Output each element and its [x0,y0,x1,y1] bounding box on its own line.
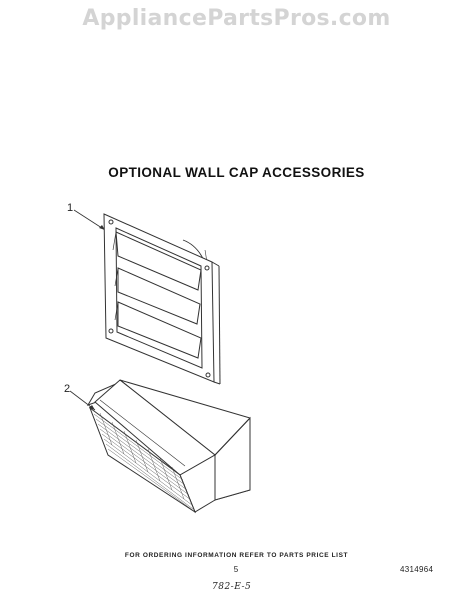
mounting-holes [108,219,211,378]
watermark-logo: AppliancePartsPros.com [82,6,391,31]
callout-number-1: 1 [67,202,74,214]
part-code: 4314964 [400,565,434,574]
leader-line-1 [73,209,106,231]
hood-screen-mesh [93,412,195,512]
wall-cap-hooded [86,379,251,514]
leader-arrow-2 [89,405,95,410]
wall-cap-louvered [103,213,221,385]
handwritten-code: 782-E-5 [212,582,252,592]
louver-blades [112,231,202,359]
diagram-title: OPTIONAL WALL CAP ACCESSORIES [108,165,365,180]
leader-arrow-1 [99,225,105,230]
callout-number-2: 2 [64,383,71,395]
page-number: 5 [233,565,239,574]
ordering-info-note: FOR ORDERING INFORMATION REFER TO PARTS … [124,552,349,559]
